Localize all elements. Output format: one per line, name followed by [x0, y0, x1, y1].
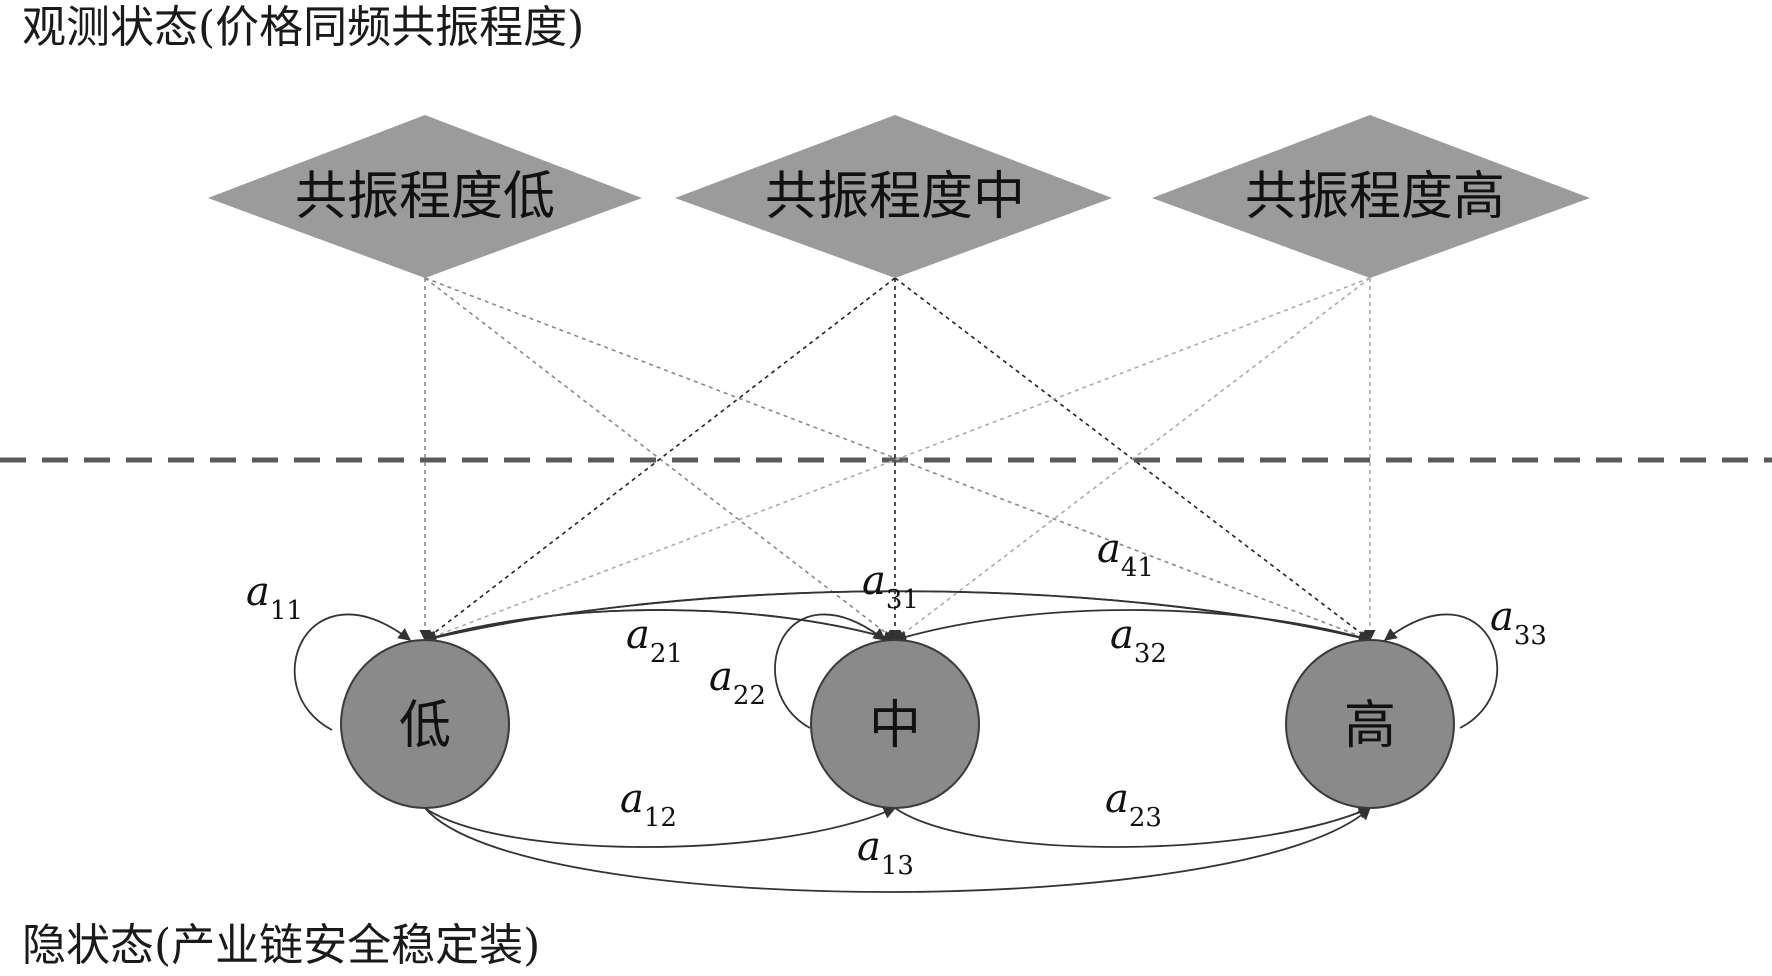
arc-low-to-mid: [424, 806, 897, 848]
transition-label-a23: a23: [1105, 776, 1162, 833]
observation-node-mid: 共振程度中: [675, 115, 1112, 278]
emission-high-low: [423, 277, 1371, 642]
state-node-low: 低: [340, 639, 510, 809]
transition-label-a13: a13: [857, 824, 914, 881]
observed-state-heading: 观测状态(价格同频共振程度): [22, 2, 584, 53]
emission-mid-low: [424, 277, 896, 641]
self-loop-high: [1383, 613, 1498, 729]
transition-label-a22: a22: [709, 654, 766, 711]
arc-high-to-mid: [893, 609, 1371, 643]
transition-arcs: [293, 590, 1498, 893]
transition-label-a41: a41: [1097, 526, 1154, 583]
arc-low-to-mid-upper: [424, 609, 897, 643]
arc-low-to-high: [424, 807, 1371, 893]
observation-label-low: 共振程度低: [295, 167, 555, 227]
hidden-state-heading: 隐状态(产业链安全稳定装): [22, 920, 540, 971]
observation-label-mid: 共振程度中: [765, 167, 1025, 227]
state-label-low: 低: [399, 696, 451, 756]
state-label-high: 高: [1344, 696, 1396, 756]
transition-label-a21: a21: [626, 612, 683, 669]
state-node-high: 高: [1285, 639, 1455, 809]
emission-lines: [419, 277, 1376, 642]
state-node-mid: 中: [810, 639, 980, 809]
self-loop-low: [293, 613, 412, 731]
arc-low-to-high-upper: [424, 590, 1372, 644]
arc-mid-to-high: [894, 806, 1372, 848]
state-label-mid: 中: [869, 696, 921, 756]
observation-node-low: 共振程度低: [208, 115, 642, 278]
transition-label-a11: a11: [246, 569, 303, 626]
transition-label-a32: a32: [1110, 612, 1167, 669]
transition-label-a31: a31: [862, 558, 919, 615]
observation-label-high: 共振程度高: [1245, 167, 1505, 227]
emission-high-mid: [894, 277, 1371, 641]
transition-label-a12: a12: [620, 776, 677, 833]
self-loop-mid: [774, 613, 887, 729]
transition-label-a33: a33: [1490, 594, 1547, 651]
observation-node-high: 共振程度高: [1152, 115, 1590, 278]
